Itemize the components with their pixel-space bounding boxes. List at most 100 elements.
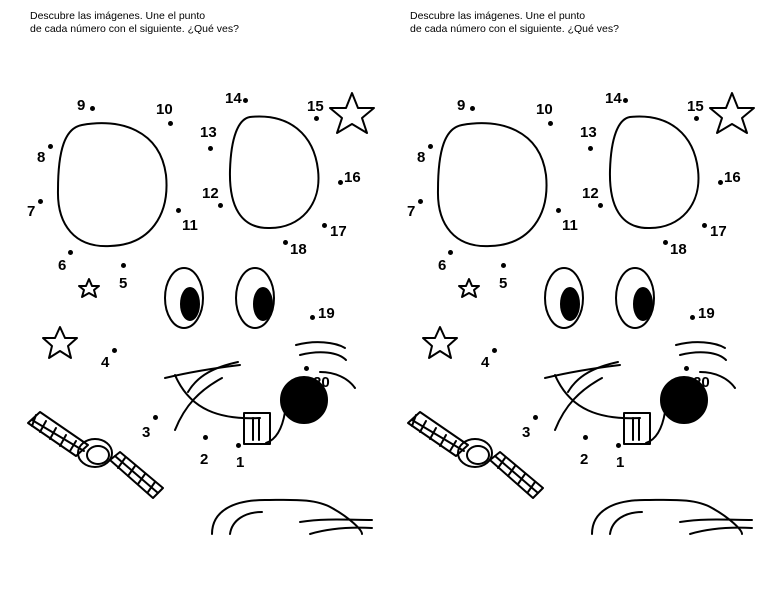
instruction-line-1: Descubre las imágenes. Une el punto [410,10,586,22]
dot-number-4: 4 [101,354,110,371]
star-icon [78,278,100,298]
dot-3 [532,414,538,420]
dot-2 [582,434,588,440]
dot-number-19: 19 [318,305,335,322]
right-eye [615,267,655,329]
dot-number-3: 3 [142,424,151,441]
tooth [243,412,271,445]
right-head-outline [228,115,320,230]
dot-number-15: 15 [307,98,324,115]
satellite-icon [27,411,164,499]
dot-15 [313,115,319,121]
dot-number-12: 12 [202,185,219,202]
dot-3 [152,414,158,420]
dot-12 [217,202,223,208]
dot-number-8: 8 [37,149,46,166]
dot-number-4: 4 [481,354,490,371]
star-icon [42,326,78,359]
dot-13 [207,145,213,151]
dot-4 [491,347,497,353]
instructions: Descubre las imágenes. Une el punto de c… [410,10,619,36]
dot-9 [89,105,95,111]
dot-18 [662,239,668,245]
dot-number-3: 3 [522,424,531,441]
star-icon [329,92,375,134]
whisker [679,351,727,361]
left-head-outline [436,122,548,248]
dot-number-11: 11 [182,217,198,234]
whisker [295,341,346,349]
dot-number-14: 14 [605,90,622,107]
dot-20 [303,365,309,371]
dot-12 [597,202,603,208]
drawing [27,92,375,535]
dot-number-6: 6 [58,257,67,274]
dot-number-5: 5 [499,275,508,292]
dot-11 [175,207,181,213]
dot-1 [235,442,241,448]
drawing [407,92,755,535]
dot-number-13: 13 [580,124,597,141]
dot-number-1: 1 [616,454,625,471]
dot-19 [689,314,695,320]
dot-17 [321,222,327,228]
satellite-icon [407,411,544,499]
dot-number-7: 7 [27,203,36,220]
dot-7 [37,198,43,204]
dot-number-11: 11 [562,217,578,234]
dot-5 [500,262,506,268]
dot-7 [417,198,423,204]
nose [280,376,328,424]
hand [211,498,363,535]
snout-line [554,374,641,420]
tooth [623,412,651,445]
dot-18 [282,239,288,245]
dot-9 [469,105,475,111]
dot-6 [447,249,453,255]
dot-4 [111,347,117,353]
left-head-outline [56,122,168,248]
dot-number-20: 20 [693,374,710,391]
right-head-outline [608,115,700,230]
worksheet-left: Descubre las imágenes. Une el punto de c… [27,10,375,535]
dot-16 [717,179,723,185]
mouth-line [265,411,286,444]
dot-number-15: 15 [687,98,704,115]
dot-8 [47,143,53,149]
dot-number-16: 16 [344,169,361,186]
instruction-line-2: de cada número con el siguiente. ¿Qué ve… [30,23,239,35]
dot-15 [693,115,699,121]
left-eye [544,267,584,329]
dot-number-2: 2 [580,451,589,468]
whisker [554,377,603,431]
dot-6 [67,249,73,255]
dot-16 [337,179,343,185]
dot-5 [120,262,126,268]
whisker [675,341,726,349]
dot-2 [202,434,208,440]
whisker [174,377,223,431]
dot-number-10: 10 [536,101,553,118]
dot-8 [427,143,433,149]
nose [660,376,708,424]
right-eye [235,267,275,329]
dot-number-10: 10 [156,101,173,118]
mouth-line [645,411,666,444]
dot-number-9: 9 [77,97,86,114]
whisker [319,371,356,389]
dot-number-5: 5 [119,275,128,292]
instruction-line-2: de cada número con el siguiente. ¿Qué ve… [410,23,619,35]
dot-number-9: 9 [457,97,466,114]
star-icon [422,326,458,359]
dot-number-17: 17 [710,223,727,240]
right-pupil [633,287,653,321]
whisker [164,364,241,379]
whisker [299,351,347,361]
dot-number-1: 1 [236,454,245,471]
dot-number-20: 20 [313,374,330,391]
hand [591,498,743,535]
dot-19 [309,314,315,320]
right-pupil [253,287,273,321]
left-pupil [180,287,200,321]
dot-number-16: 16 [724,169,741,186]
